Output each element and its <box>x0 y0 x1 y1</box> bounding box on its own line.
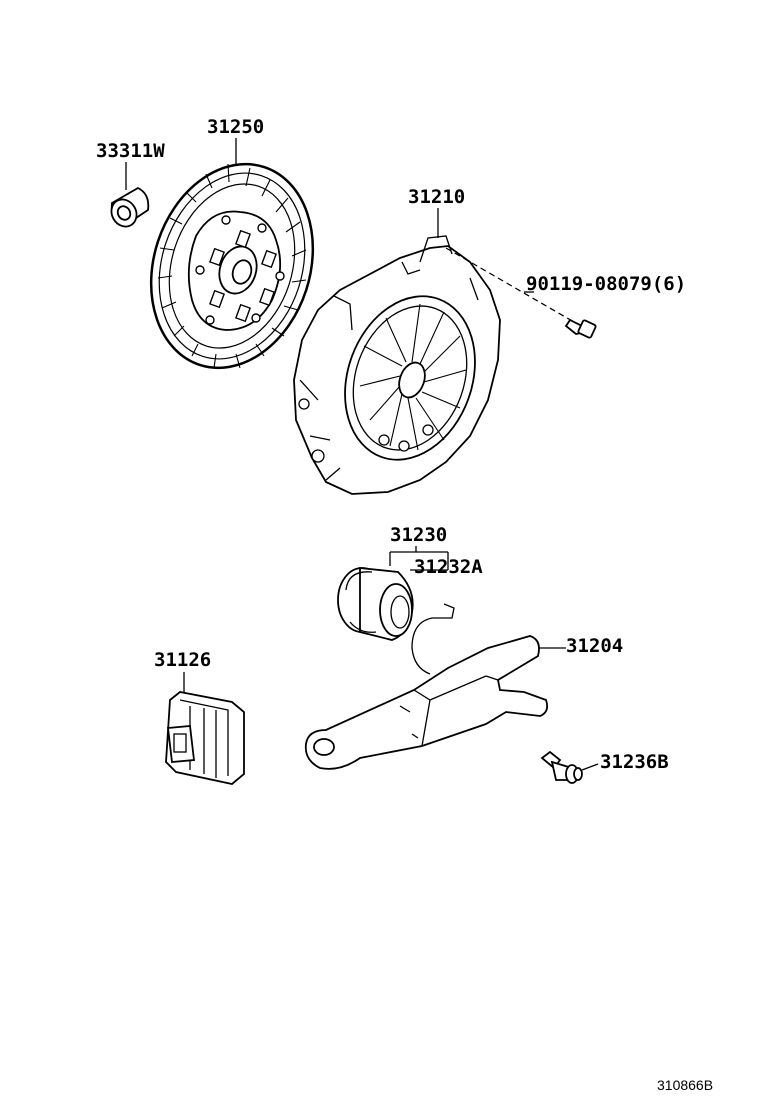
pressure-plate-drawing <box>293 208 501 495</box>
pivot-stud-drawing <box>540 750 599 784</box>
release-bearing-drawing <box>337 546 448 641</box>
part-label-90119-08079[interactable]: 90119-08079(6) <box>526 273 686 295</box>
part-label-31230[interactable]: 31230 <box>390 524 447 546</box>
part-label-31232a[interactable]: 31232A <box>414 556 483 578</box>
part-label-31126[interactable]: 31126 <box>154 649 211 671</box>
boot-drawing <box>165 672 245 785</box>
pilot-bearing-drawing <box>110 162 150 228</box>
release-fork-drawing <box>304 635 566 770</box>
clutch-disc-drawing <box>149 138 315 370</box>
part-label-31204[interactable]: 31204 <box>566 635 623 657</box>
part-label-31210[interactable]: 31210 <box>408 186 465 208</box>
diagram-reference: 310866B <box>657 1077 713 1093</box>
bolt-drawing <box>445 247 597 339</box>
clip-drawing <box>410 552 455 675</box>
part-label-33311w[interactable]: 33311W <box>96 140 165 162</box>
part-label-31250[interactable]: 31250 <box>207 116 264 138</box>
part-label-31236b[interactable]: 31236B <box>600 751 669 773</box>
